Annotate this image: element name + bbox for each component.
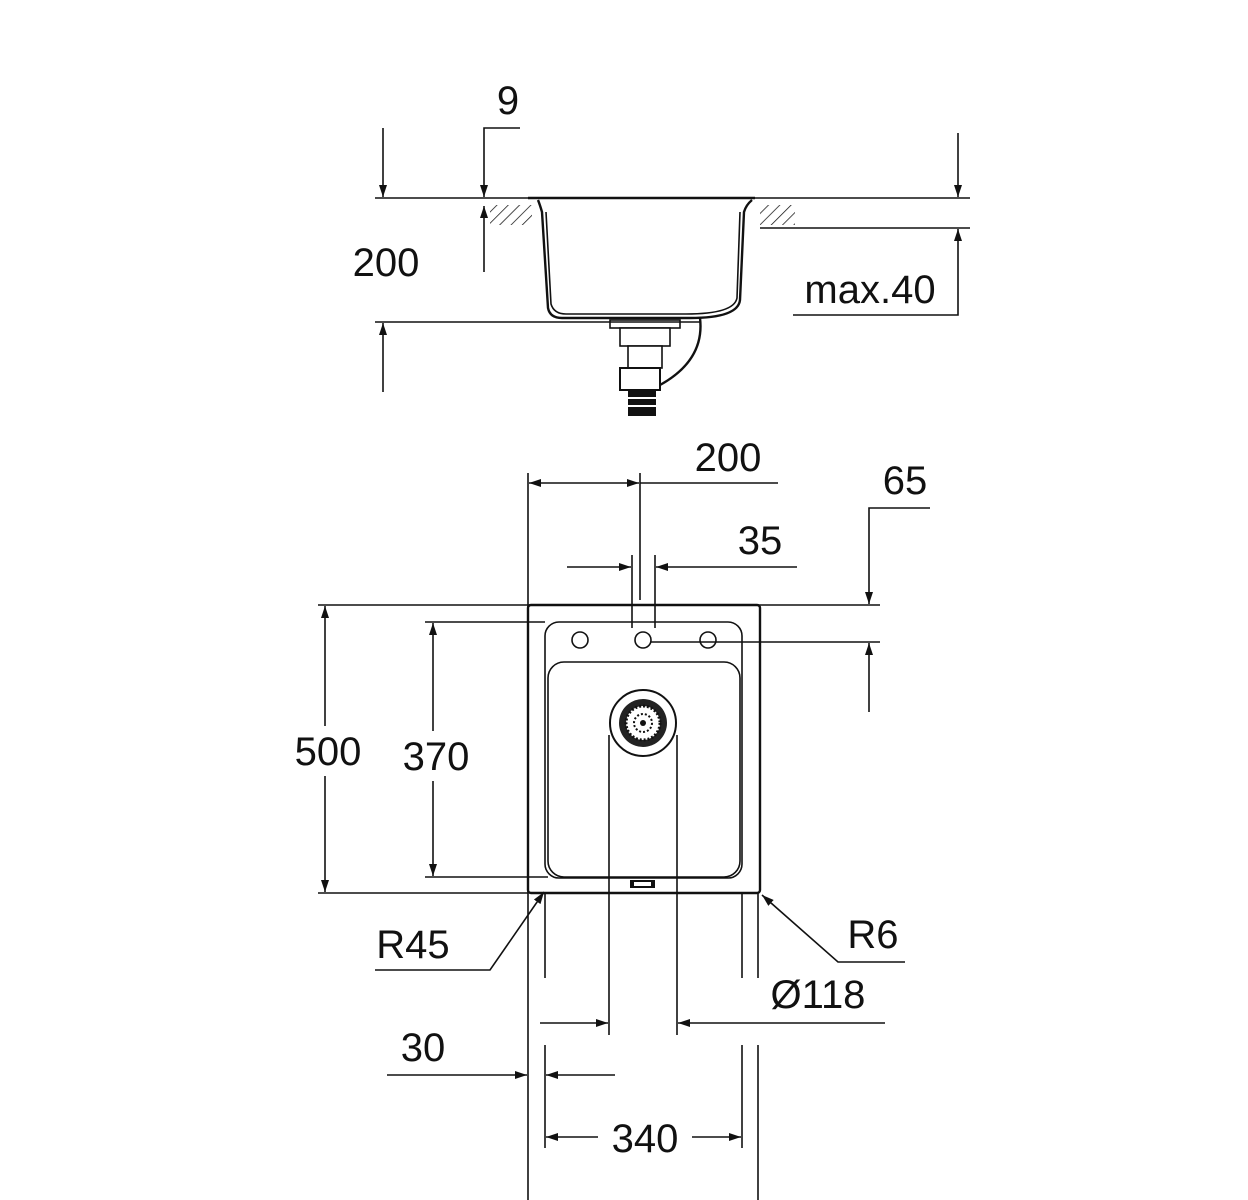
sink-bowl-inner (545, 211, 741, 315)
drain-icon (609, 689, 677, 757)
dim-lip: 9 (497, 79, 519, 123)
tap-hole-left (571, 631, 589, 649)
dim-tap-hole: 35 (738, 519, 783, 563)
tap-hole-right (699, 631, 717, 649)
dim-drain: Ø118 (771, 973, 866, 1017)
lip-arrow-top (480, 127, 520, 197)
sink-bowl (547, 661, 741, 878)
dim-border: 30 (401, 1026, 446, 1070)
dim-worktop: max.40 (804, 268, 935, 312)
dim-radius-outer: R45 (376, 923, 449, 967)
dim-depth: 200 (353, 241, 420, 285)
plan-view: 500 370 200 35 65 R45 R6 Ø1 (295, 436, 930, 1200)
sink-deck (544, 621, 743, 879)
section-view: 200 9 max.40 (353, 79, 970, 416)
dim-radius-corner: R6 (847, 913, 898, 957)
dim-bowl-length: 370 (403, 735, 470, 779)
dim-length: 500 (295, 730, 362, 774)
drain-fitting (609, 317, 702, 416)
tap-hole-center (634, 631, 652, 649)
worktop-hatch-right (760, 205, 795, 225)
dim-tap-from-edge: 65 (883, 459, 928, 503)
dim-bowl-width: 340 (612, 1117, 679, 1161)
worktop-arrow-bottom (793, 229, 962, 316)
dim-tap-offset: 200 (695, 436, 762, 480)
sink-bowl-section (528, 196, 755, 320)
worktop-hatch-left (490, 205, 532, 225)
